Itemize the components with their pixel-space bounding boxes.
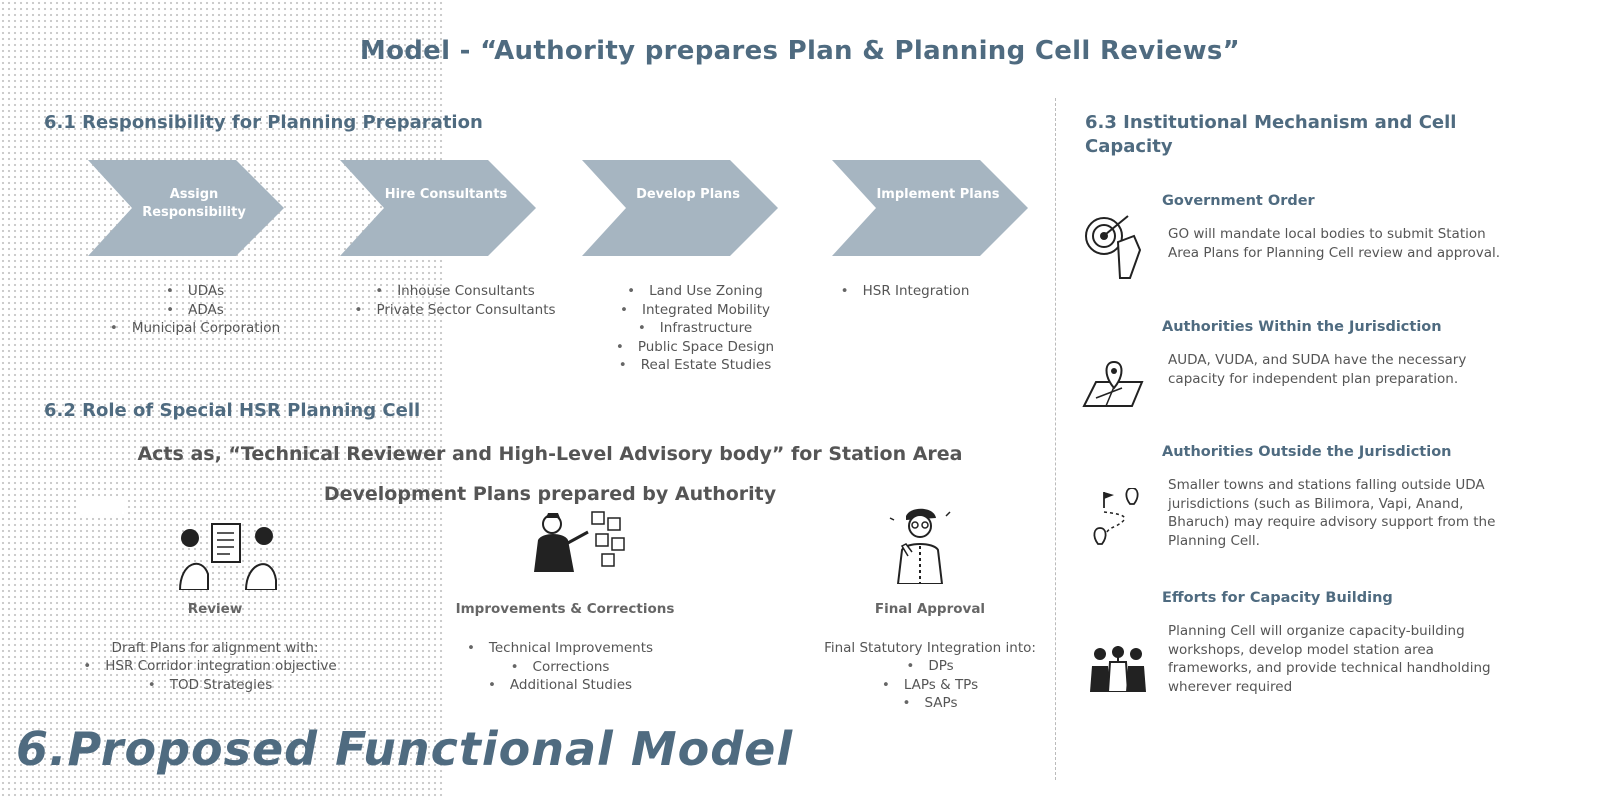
list-item: Real Estate Studies xyxy=(575,356,815,375)
chevron-label: Hire Consultants xyxy=(384,187,508,202)
list-item: Land Use Zoning xyxy=(575,282,815,301)
list-item: Public Space Design xyxy=(575,338,815,357)
list-item: Inhouse Consultants xyxy=(340,282,570,301)
item-within-jurisdiction-body: AUDA, VUDA, and SUDA have the necessary … xyxy=(1168,352,1467,387)
section-63-heading-line2: Capacity xyxy=(1085,136,1173,157)
item-government-order-body: GO will mandate local bodies to submit S… xyxy=(1168,226,1501,261)
list-item: HSR Integration xyxy=(815,282,995,301)
review-intro: Draft Plans for alignment with: xyxy=(111,640,319,656)
section-divider xyxy=(1055,98,1056,780)
chevron-label: Develop Plans xyxy=(636,187,740,202)
item-capacity-building-body: Planning Cell will organize capacity-bui… xyxy=(1168,623,1491,695)
improvements-illustration-icon xyxy=(534,511,625,572)
group-icon xyxy=(1090,646,1146,692)
chevron-hire-consultants: Hire Consultants xyxy=(340,160,536,256)
chevron-assign-responsibility: Assign Responsibility xyxy=(88,160,284,256)
target-icon xyxy=(1085,215,1142,279)
list-item: DPs xyxy=(840,657,1020,676)
list-item: TOD Strategies xyxy=(40,676,380,695)
step-1-list: UDAs ADAs Municipal Corporation xyxy=(55,282,335,338)
step-3-list: Land Use Zoning Integrated Mobility Infr… xyxy=(575,282,815,375)
section-61-heading: 6.1 Responsibility for Planning Preparat… xyxy=(44,112,483,133)
item-within-jurisdiction-title: Authorities Within the Jurisdiction xyxy=(1162,319,1442,335)
map-pin-icon xyxy=(1082,360,1144,407)
role-improvements-title: Improvements & Corrections xyxy=(455,601,675,617)
list-item: Additional Studies xyxy=(460,676,660,695)
list-item: Corrections xyxy=(460,658,660,677)
chevron-develop-plans: Develop Plans xyxy=(582,160,778,256)
route-icon xyxy=(1093,488,1139,545)
list-item: SAPs xyxy=(840,694,1020,713)
list-item: UDAs xyxy=(55,282,335,301)
section-63-heading-line1: 6.3 Institutional Mechanism and Cell xyxy=(1085,112,1457,133)
chevron-implement-plans: Implement Plans xyxy=(832,160,1028,256)
list-item: Technical Improvements xyxy=(460,639,660,658)
final-approval-illustration-icon xyxy=(889,508,951,584)
item-outside-jurisdiction-title: Authorities Outside the Jurisdiction xyxy=(1162,444,1452,460)
footer-section-title: 6.Proposed Functional Model xyxy=(16,722,794,776)
role-final-approval-title: Final Approval xyxy=(874,601,986,617)
review-list: HSR Corridor integration objective TOD S… xyxy=(40,657,380,694)
list-item: ADAs xyxy=(55,301,335,320)
chevron-label: Assign Responsibility xyxy=(142,187,246,220)
final-approval-list: DPs LAPs & TPs SAPs xyxy=(840,657,1020,713)
list-item: Private Sector Consultants xyxy=(340,301,570,320)
list-item: Integrated Mobility xyxy=(575,301,815,320)
role-review-title: Review xyxy=(187,601,243,617)
item-government-order-title: Government Order xyxy=(1162,193,1315,209)
improvements-list: Technical Improvements Corrections Addit… xyxy=(460,639,660,695)
review-illustration-icon xyxy=(178,523,277,590)
list-item: Infrastructure xyxy=(575,319,815,338)
section-62-heading: 6.2 Role of Special HSR Planning Cell xyxy=(44,400,421,421)
list-item: HSR Corridor integration objective xyxy=(40,657,380,676)
chevron-label: Implement Plans xyxy=(876,187,1000,202)
list-item: LAPs & TPs xyxy=(840,676,1020,695)
role-statement-line1: Acts as, “Technical Reviewer and High-Le… xyxy=(137,443,963,465)
page-title: Model - “Authority prepares Plan & Plann… xyxy=(359,36,1241,66)
step-4-list: HSR Integration xyxy=(815,282,995,301)
final-approval-intro: Final Statutory Integration into: xyxy=(824,640,1036,656)
item-capacity-building-title: Efforts for Capacity Building xyxy=(1162,590,1393,606)
list-item: Municipal Corporation xyxy=(55,319,335,338)
step-2-list: Inhouse Consultants Private Sector Consu… xyxy=(340,282,570,319)
item-outside-jurisdiction-body: Smaller towns and stations falling outsi… xyxy=(1168,477,1496,549)
role-statement-line2: Development Plans prepared by Authority xyxy=(323,483,777,505)
blank-patch xyxy=(80,500,124,516)
